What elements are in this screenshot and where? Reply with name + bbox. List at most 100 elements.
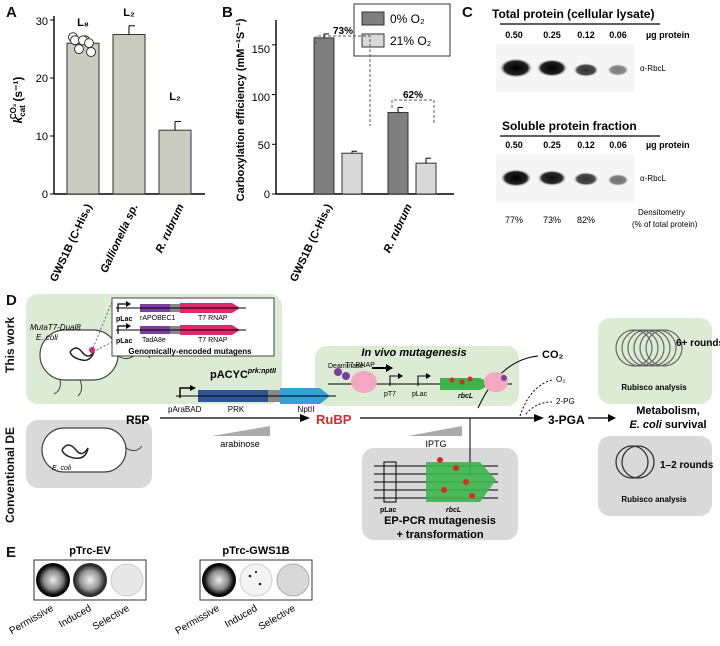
panel-a-ytick: 0 bbox=[42, 189, 48, 201]
ratio-annotation-rrubrum: 62% bbox=[403, 90, 423, 101]
panel-a-bar bbox=[66, 42, 100, 195]
t7rnap-label: T7 RNAP bbox=[198, 315, 228, 322]
blot-band bbox=[607, 64, 629, 76]
plate-group-title-gws1b: pTrc-GWS1B bbox=[222, 545, 289, 557]
legend-swatch-21pct bbox=[361, 33, 385, 48]
plate-gws1b-selective bbox=[276, 563, 310, 597]
panel-letter-c: C bbox=[462, 4, 473, 21]
survival-label: E. coli survival bbox=[629, 419, 706, 431]
arrow-head bbox=[300, 414, 310, 422]
plate-gws1b-induced bbox=[239, 563, 273, 597]
panel-b-chart: Carboxylation efficiency (mM⁻¹S⁻¹) 0 50 … bbox=[235, 3, 454, 284]
blot-band bbox=[536, 59, 568, 77]
invivo-construct bbox=[328, 364, 512, 393]
plate-condition-label: Permissive bbox=[8, 603, 56, 637]
rapobec-label: rAPOBEC1 bbox=[140, 315, 176, 322]
metabolism-label: Metabolism, bbox=[636, 405, 700, 417]
rubisco-analysis-label-2: Rubisco analysis bbox=[621, 495, 687, 504]
many-rounds-cycles bbox=[615, 329, 683, 367]
arrow-head bbox=[534, 414, 544, 422]
panel-b-ytick: 0 bbox=[264, 189, 270, 201]
plate-condition-label: Induced bbox=[223, 603, 259, 630]
bar-label-rrubrum: L₂ bbox=[169, 91, 181, 103]
plate-ev-induced bbox=[73, 563, 107, 597]
few-rounds-box bbox=[598, 436, 712, 516]
blot-total-title: Total protein (cellular lysate) bbox=[492, 7, 654, 21]
zoom-line bbox=[92, 341, 113, 353]
genomic-construct-2 bbox=[116, 323, 246, 335]
pga-label: 3-PGA bbox=[548, 413, 585, 427]
lane-label: 0.06 bbox=[609, 30, 627, 40]
rbcl-label-invivo: rbcL bbox=[458, 393, 473, 400]
panel-a-ytick: 30 bbox=[36, 16, 48, 28]
genomic-caption: Genomically-encoded mutagens bbox=[128, 347, 252, 356]
legend-label-21pct: 21% O₂ bbox=[390, 34, 432, 48]
legend-swatch-0pct bbox=[361, 11, 385, 26]
iptg-wedge bbox=[408, 426, 462, 436]
colony-dot bbox=[254, 570, 258, 574]
iptg-label: IPTG bbox=[425, 439, 446, 449]
panel-b-ytick: 150 bbox=[252, 44, 270, 56]
lane-label: 0.12 bbox=[577, 30, 595, 40]
o2-curve bbox=[519, 379, 553, 417]
plate-condition-label: Induced bbox=[57, 603, 93, 630]
blot-soluble-title: Soluble protein fraction bbox=[502, 119, 637, 133]
blot-band bbox=[499, 58, 533, 78]
co2-curve bbox=[477, 355, 539, 409]
prk-label: PRK bbox=[228, 405, 245, 414]
lane-label: 0.12 bbox=[577, 140, 595, 150]
ratio-bracket-rrubrum bbox=[391, 99, 435, 125]
densitometry-value: 77% bbox=[505, 215, 523, 225]
panel-b-ylabel: Carboxylation efficiency (mM⁻¹S⁻¹) bbox=[235, 18, 247, 201]
bar-label-gws1b: L₈ bbox=[77, 17, 89, 29]
lane-label: 0.25 bbox=[543, 140, 561, 150]
o2-label: O₂ bbox=[556, 375, 565, 384]
rubp-label: RuBP bbox=[316, 412, 352, 427]
panel-a-ylabel-unit: (s⁻¹) bbox=[11, 77, 25, 102]
nptii-label: NptII bbox=[298, 405, 315, 414]
panel-a-bar bbox=[158, 129, 192, 195]
blot-band bbox=[607, 174, 629, 186]
panel-a-ylabel-sub: cat bbox=[18, 105, 27, 117]
t7rnap-label: T7 RNAP bbox=[198, 337, 228, 344]
pArabad-label: pAraBAD bbox=[168, 405, 202, 414]
panel-b-bar bbox=[341, 152, 363, 195]
colony-dot bbox=[248, 574, 252, 578]
arrow-head bbox=[608, 414, 616, 422]
panel-letter-b: B bbox=[222, 4, 233, 21]
zoom-line bbox=[92, 301, 113, 349]
panel-d-diagram: MutaT7-Dual8 E. coli pLac rAPOBEC1 T7 RN… bbox=[30, 297, 720, 541]
panel-b-bar bbox=[313, 37, 335, 195]
plasmid-construct bbox=[176, 385, 336, 404]
t7-rnap-small-label: T7 RNAP bbox=[345, 362, 375, 369]
strain-name: MutaT7-Dual8 bbox=[30, 323, 81, 332]
panel-a-bar bbox=[112, 34, 146, 195]
plate-ev-permissive bbox=[36, 563, 70, 597]
blot-band bbox=[500, 169, 532, 187]
panel-a-ylabel-sup: CO₂ bbox=[9, 103, 18, 119]
panel-a-datapoint bbox=[74, 44, 84, 55]
panel-a-chart: kcatCO₂(s⁻¹) 0 10 20 30 L₈ L₂ L₂ GWS1B (… bbox=[9, 7, 205, 284]
epcr-title: EP-PCR mutagenesis bbox=[384, 515, 496, 527]
panel-b-xtick: R. rubrum bbox=[382, 202, 415, 255]
survival-word: survival bbox=[662, 419, 707, 431]
densitometry-label: Densitometry bbox=[638, 208, 685, 217]
rubisco-analysis-label: Rubisco analysis bbox=[621, 383, 687, 392]
plasmid-name: pACYCprk:nptII bbox=[210, 368, 277, 381]
plate-condition-label: Selective bbox=[91, 603, 132, 633]
densitometry-value: 73% bbox=[543, 215, 561, 225]
rounds-few-label: 1–2 rounds bbox=[660, 460, 714, 471]
plasmid-name-sup: prk:nptII bbox=[247, 368, 277, 375]
panel-b-ytick: 50 bbox=[258, 140, 270, 152]
panel-a-ylabel: kcatCO₂(s⁻¹) bbox=[9, 77, 27, 124]
densitometry-label-sub: (% of total protein) bbox=[632, 220, 698, 229]
plate-condition-label: Permissive bbox=[174, 603, 222, 637]
lane-unit-label: µg protein bbox=[646, 140, 690, 150]
plac-label: pLac bbox=[116, 338, 132, 345]
lane-label: 0.50 bbox=[505, 140, 523, 150]
panel-letter-e: E bbox=[6, 544, 17, 561]
plac-label-epcr: pLac bbox=[380, 507, 396, 514]
panel-a-datapoint bbox=[86, 47, 96, 57]
lane-label: 0.25 bbox=[543, 30, 561, 40]
blot-band bbox=[573, 63, 599, 77]
